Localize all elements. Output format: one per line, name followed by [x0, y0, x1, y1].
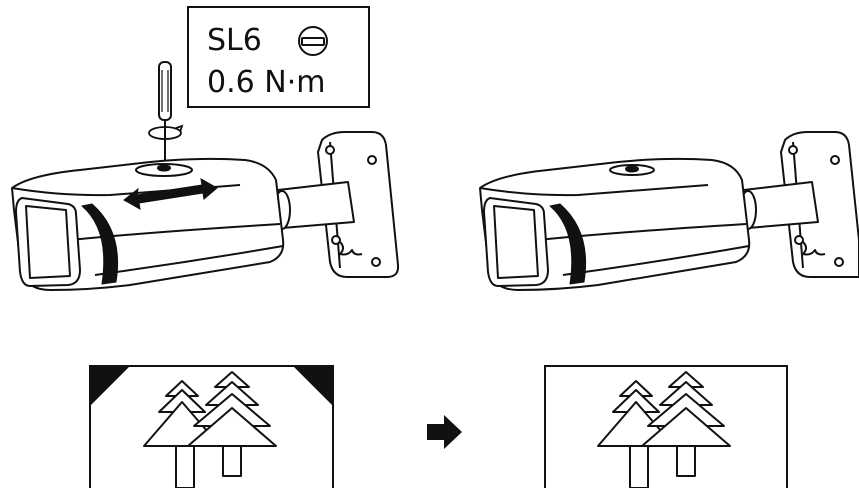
slotted-screwdriver-head-icon [298, 26, 328, 56]
image-frame-vignetted [89, 365, 334, 488]
screw-type-label: SL6 [207, 23, 262, 58]
dark-corner-right [293, 366, 333, 406]
camera-right [479, 131, 859, 291]
image-frame-clear [544, 365, 788, 488]
arrow-right-icon [427, 415, 462, 449]
rotation-icon [148, 124, 184, 140]
spec-box: SL6 0.6 N·m [187, 6, 370, 108]
trees-icon [597, 371, 731, 488]
camera-left [11, 131, 400, 291]
trees-icon [143, 371, 277, 488]
double-arrow-icon [123, 178, 218, 210]
dark-corner-left [90, 366, 130, 406]
spec-box-frame [187, 6, 370, 108]
screwdriver [158, 61, 172, 163]
torque-label: 0.6 N·m [207, 65, 325, 100]
